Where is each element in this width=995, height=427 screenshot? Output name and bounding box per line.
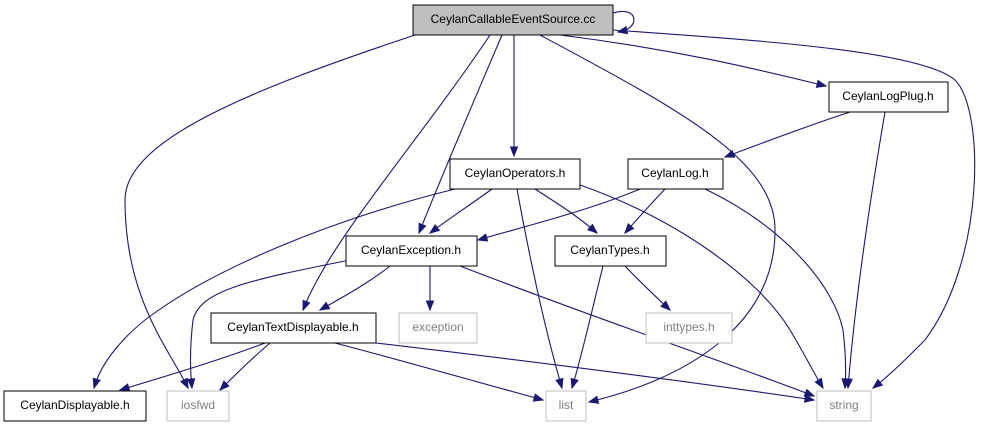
arrowhead-textdisp-to-displayable xyxy=(118,383,131,392)
node-label: CeylanException.h xyxy=(361,243,461,257)
nodes-layer: CeylanCallableEventSource.cc CeylanLogPl… xyxy=(3,4,949,422)
edge-root-to-list xyxy=(539,34,776,403)
node-inttypes-h[interactable]: inttypes.h xyxy=(645,312,733,344)
node-ceylan-callable-event-source-cc[interactable]: CeylanCallableEventSource.cc xyxy=(412,4,614,36)
edge-operators-to-exception_h xyxy=(429,188,493,234)
node-label: exception xyxy=(412,320,463,334)
node-exception[interactable]: exception xyxy=(398,312,478,344)
edge-root-to-exception_h xyxy=(418,34,503,234)
arrowhead-log-to-types xyxy=(624,223,635,235)
edge-logplug-to-string xyxy=(847,111,886,389)
arrowhead-exception_h-to-textdisp xyxy=(318,301,331,311)
node-label: iosfwd xyxy=(181,398,215,412)
edge-operators-to-displayable xyxy=(93,188,456,389)
node-label: CeylanLog.h xyxy=(641,166,708,180)
arrowhead-textdisp-to-list xyxy=(532,393,545,402)
edge-operators-to-list xyxy=(516,188,563,389)
node-iosfwd[interactable]: iosfwd xyxy=(166,390,230,422)
arrowhead-operators-to-types xyxy=(587,223,599,234)
arrowhead-types-to-list xyxy=(570,377,579,390)
node-ceylan-log-h[interactable]: CeylanLog.h xyxy=(627,158,724,190)
edge-textdisp-to-string xyxy=(375,342,815,401)
arrowhead-logplug-to-log xyxy=(723,149,736,158)
arrowhead-operators-to-exception_h xyxy=(428,223,441,234)
edge-root-to-string xyxy=(612,29,976,389)
node-ceylan-displayable-h[interactable]: CeylanDisplayable.h xyxy=(3,390,147,422)
node-label: CeylanTypes.h xyxy=(570,243,649,257)
arrowhead-root-to-logplug xyxy=(815,79,828,88)
edges-layer xyxy=(92,10,976,404)
node-ceylan-exception-h[interactable]: CeylanException.h xyxy=(345,235,478,267)
arrowhead-root-to-string xyxy=(871,378,884,389)
arrowhead-exception_h-to-exception xyxy=(425,300,435,312)
node-ceylan-types-h[interactable]: CeylanTypes.h xyxy=(554,235,667,267)
node-label: CeylanOperators.h xyxy=(465,166,566,180)
arrowhead-textdisp-to-iosfwd xyxy=(219,380,230,391)
arrowhead-operators-to-displayable xyxy=(92,377,101,390)
node-ceylan-text-displayable-h[interactable]: CeylanTextDisplayable.h xyxy=(210,312,377,344)
node-ceylan-operators-h[interactable]: CeylanOperators.h xyxy=(449,158,581,190)
edge-root-to-textdisp xyxy=(302,34,491,311)
arrowhead-operators-to-string xyxy=(814,377,824,390)
arrowhead-root-to-exception_h xyxy=(418,222,427,235)
edge-logplug-to-log xyxy=(724,111,851,158)
edge-root-to-iosfwd xyxy=(124,34,416,389)
edge-operators-to-string xyxy=(579,184,824,389)
edge-operators-to-types xyxy=(534,188,598,234)
node-label: CeylanTextDisplayable.h xyxy=(227,320,358,334)
node-label: string xyxy=(829,398,858,412)
arrowhead-types-to-inttypes xyxy=(660,300,672,311)
arrowhead-operators-to-list xyxy=(555,377,564,390)
node-label: CeylanLogPlug.h xyxy=(842,89,933,103)
node-label: CeylanCallableEventSource.cc xyxy=(431,12,596,26)
arrowhead-log-to-string xyxy=(841,378,850,390)
edge-exception_h-to-iosfwd xyxy=(190,259,351,389)
arrowhead-textdisp-to-string xyxy=(803,394,816,403)
edge-textdisp-to-list xyxy=(334,342,544,401)
edge-exception_h-to-string xyxy=(459,265,815,397)
edge-types-to-list xyxy=(571,265,604,389)
arrowhead-root-to-operators xyxy=(509,146,519,158)
arrowhead-exception_h-to-string xyxy=(803,388,816,397)
arrowhead-log-to-exception_h xyxy=(476,233,489,242)
node-label: inttypes.h xyxy=(663,320,714,334)
arrowhead-root-to-iosfwd xyxy=(179,377,189,390)
node-label: list xyxy=(559,398,574,412)
node-list[interactable]: list xyxy=(545,390,587,422)
arrowhead-root-to-textdisp xyxy=(302,299,311,312)
arrowhead-exception_h-to-iosfwd xyxy=(186,378,196,390)
node-ceylan-log-plug-h[interactable]: CeylanLogPlug.h xyxy=(828,81,949,113)
edge-textdisp-to-displayable xyxy=(119,342,266,391)
edge-root-to-logplug xyxy=(559,34,827,87)
edge-log-to-exception_h xyxy=(477,188,641,241)
edge-log-to-string xyxy=(704,188,847,389)
node-string[interactable]: string xyxy=(816,390,872,422)
arrowhead-root-to-list xyxy=(587,395,600,404)
node-label: CeylanDisplayable.h xyxy=(20,398,129,412)
edge-exception_h-to-textdisp xyxy=(319,265,391,311)
